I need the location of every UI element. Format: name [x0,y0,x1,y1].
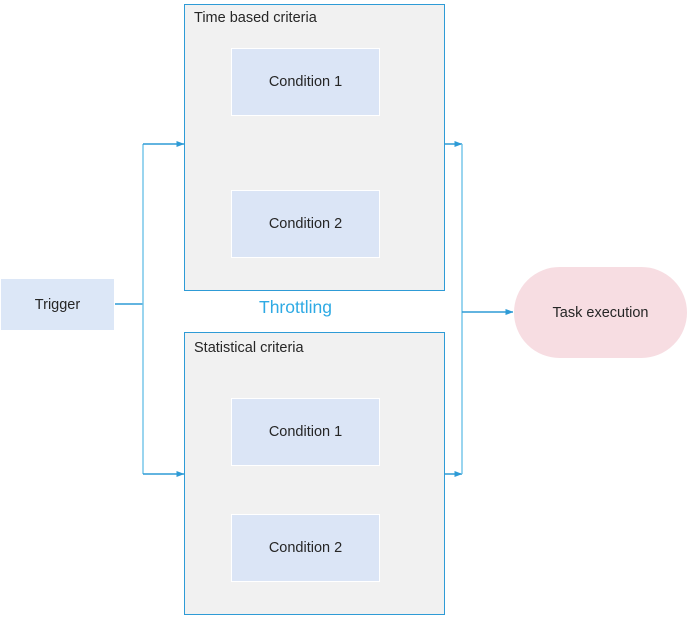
node-statistical-condition-2[interactable]: Condition 2 [231,514,380,582]
node-statistical-condition-2-label: Condition 2 [268,540,343,556]
group-title-time-based-criteria: Time based criteria [194,10,317,26]
node-time-condition-2-label: Condition 2 [268,216,343,232]
node-time-condition-2[interactable]: Condition 2 [231,190,380,258]
node-time-condition-1-label: Condition 1 [268,74,343,90]
node-statistical-condition-1[interactable]: Condition 1 [231,398,380,466]
node-task-execution-label: Task execution [552,304,649,321]
throttling-label: Throttling [259,297,332,317]
node-statistical-condition-1-label: Condition 1 [268,424,343,440]
node-trigger-label: Trigger [34,296,81,313]
group-title-statistical-criteria: Statistical criteria [194,340,304,356]
node-time-condition-1[interactable]: Condition 1 [231,48,380,116]
node-trigger[interactable]: Trigger [0,278,115,331]
node-task-execution[interactable]: Task execution [513,266,688,359]
